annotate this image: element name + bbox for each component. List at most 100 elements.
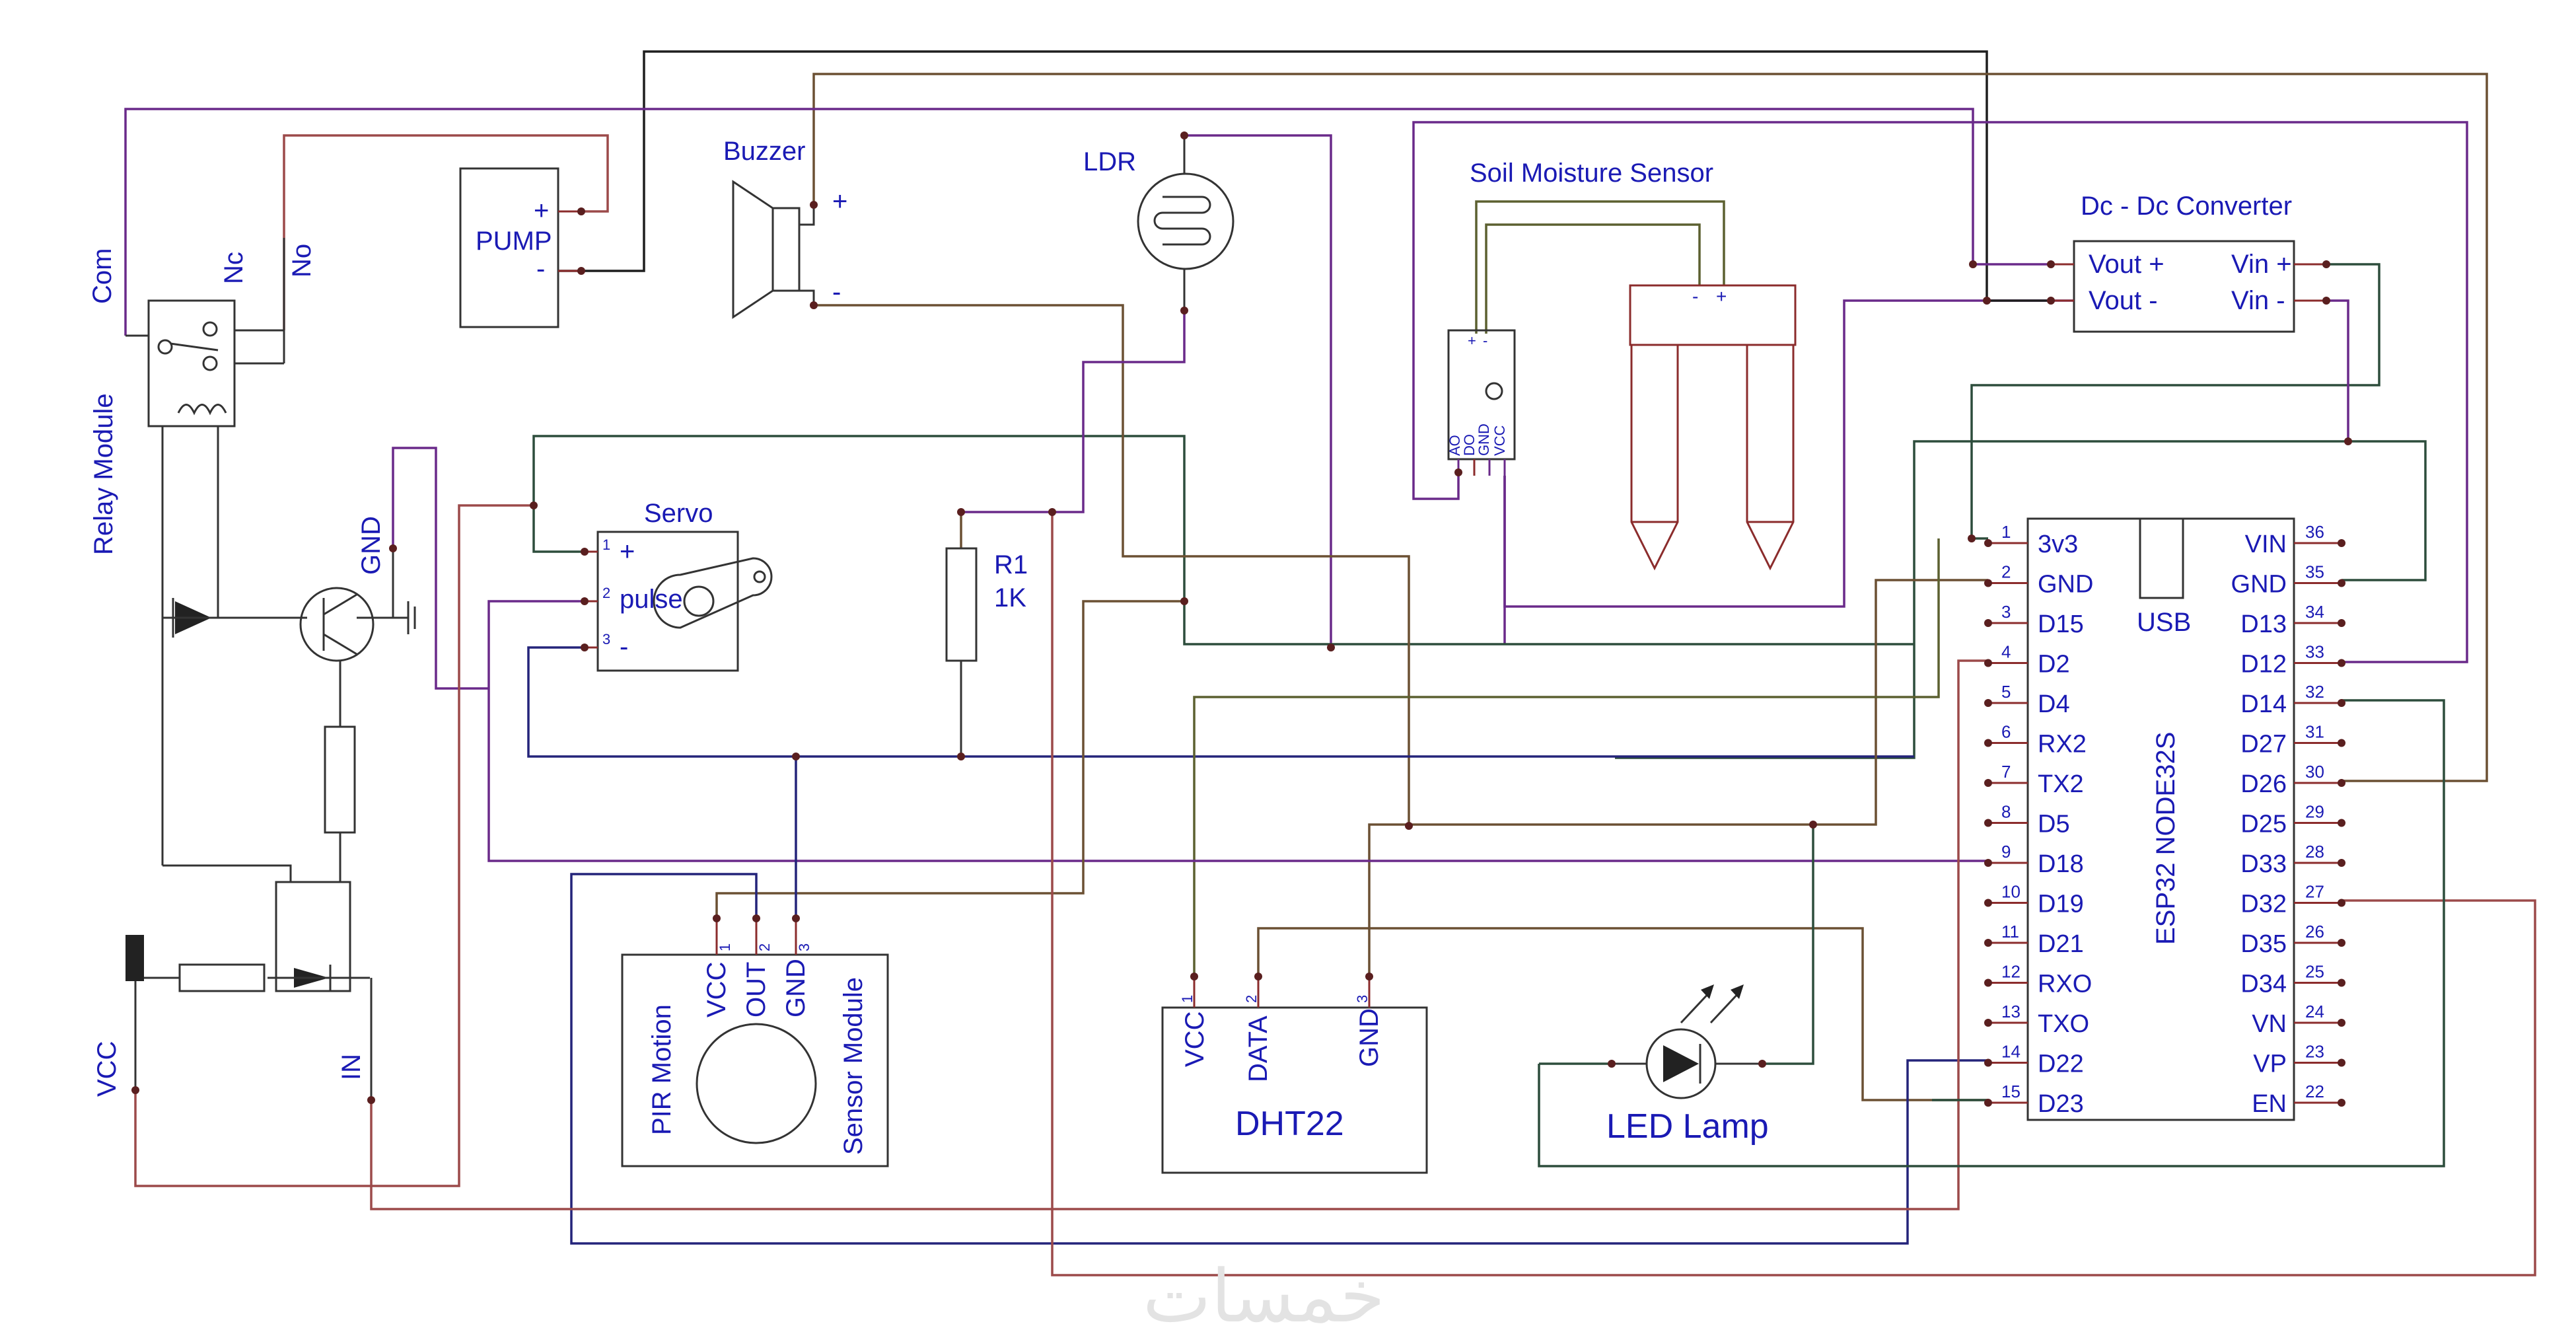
relay-module-title: Relay Module — [89, 393, 118, 555]
esp32-pin-num: 24 — [2305, 1002, 2324, 1021]
esp32-pin-num: 28 — [2305, 842, 2324, 862]
led-lamp: LED Lamp — [1539, 984, 1769, 1146]
soil-pin-do: DO — [1461, 434, 1478, 456]
esp32-pin-dot — [2338, 978, 2345, 987]
soil-probe-left — [1630, 345, 1679, 571]
wire-led-d14 — [1538, 699, 2445, 1167]
esp32-pin-num: 33 — [2305, 642, 2324, 662]
resistor-r1-body — [945, 547, 978, 662]
esp32-pin-name: D13 — [2240, 610, 2287, 638]
wire-dht-vcc — [1193, 538, 1940, 977]
soil-probe-plus: + — [1716, 286, 1727, 307]
wire-pump-ground — [558, 50, 1988, 301]
dht-pin2-num: 2 — [1243, 995, 1260, 1003]
relay-coil-icon — [177, 404, 227, 416]
esp32-pin-dot — [1984, 1058, 1992, 1067]
relay-com-label: Com — [88, 248, 117, 304]
wire-buzzer-minus — [814, 304, 1410, 826]
soil-pin-ao: AO — [1447, 435, 1463, 456]
esp32-pin-name: VIN — [2245, 531, 2287, 558]
esp32-pin-num: 9 — [2001, 842, 2011, 862]
dcdc-body — [2073, 240, 2295, 333]
dht-vcc: VCC — [1180, 1012, 1209, 1067]
esp32-pin-dot — [1984, 539, 1992, 547]
esp32-pin-dot — [2338, 1019, 2345, 1027]
pir-pin1-num: 1 — [717, 943, 733, 951]
esp32-pin-dot — [2338, 699, 2345, 707]
pir-pin3-num: 3 — [796, 943, 812, 951]
dht-pin1-num: 1 — [1179, 995, 1196, 1003]
dht22: 1 2 3 VCC DATA GND DHT22 — [1161, 977, 1428, 1174]
esp32-pin-dot — [1984, 819, 1992, 827]
dc-dc-converter: Dc - Dc Converter Vout + Vout - Vin + Vi… — [1973, 192, 2326, 333]
wire-soil-probe-plus — [1475, 200, 1725, 334]
servo-pin-pulse: pulse — [620, 585, 683, 614]
servo-pin3-num: 3 — [602, 631, 610, 647]
wires — [124, 50, 2536, 1276]
wire-soil-loop — [1412, 121, 2468, 663]
servo: Servo 1 2 3 + pulse - — [585, 499, 773, 672]
resistor-value: 1K — [994, 583, 1026, 612]
esp32-pin-name: D32 — [2240, 891, 2287, 918]
esp32-pin-num: 1 — [2001, 522, 2011, 542]
pump-body — [459, 167, 559, 328]
servo-pin-plus: + — [620, 537, 635, 566]
pir-lens-icon — [696, 1023, 817, 1144]
esp32-pin-dot — [2338, 1058, 2345, 1067]
wire-dht-data — [1257, 927, 1988, 1101]
esp32-pin-num: 12 — [2001, 962, 2021, 982]
pir-body — [621, 953, 889, 1167]
wire-vin-minus — [2326, 299, 2349, 441]
pump: PUMP + - — [459, 167, 581, 328]
esp32-pin-dot — [1984, 739, 1992, 747]
pir-sensor: 1 2 3 VCC OUT GND PIR Motion Sensor Modu… — [621, 918, 889, 1167]
wire-esp-gnd2 — [1368, 579, 1988, 977]
relay-gnd-label: GND — [357, 516, 386, 575]
esp32-pin-dot — [1984, 659, 1992, 667]
esp32-pin-num: 2 — [2001, 562, 2011, 582]
esp32-pin-num: 3 — [2001, 602, 2011, 622]
esp32-pin-dot — [2338, 859, 2345, 867]
relay-in-label: IN — [337, 1054, 366, 1080]
wire-led-anode — [1762, 825, 1814, 1065]
esp32-pin-num: 30 — [2305, 762, 2324, 782]
esp32-pin-name: RX2 — [2038, 731, 2087, 758]
soil-pin-vcc: VCC — [1491, 425, 1508, 456]
dht-pin3-num: 3 — [1354, 995, 1371, 1003]
relay-nc-label: Nc — [219, 252, 248, 284]
esp32-pin-name: D33 — [2240, 850, 2287, 878]
servo-horn-icon — [653, 557, 773, 629]
buzzer-label: Buzzer — [723, 137, 806, 166]
wire-servo-gnd — [527, 646, 1914, 758]
dht-gnd: GND — [1355, 1008, 1384, 1067]
dht-body — [1161, 1006, 1428, 1174]
pump-minus: - — [536, 254, 545, 283]
soil-probe-right — [1746, 345, 1795, 571]
led-label: LED Lamp — [1606, 1107, 1769, 1146]
esp32-pin-dot — [1984, 1019, 1992, 1027]
dcdc-vin-minus: Vin - — [2231, 286, 2285, 315]
esp32-usb-port — [2139, 517, 2184, 599]
wire-relay-vcc — [134, 504, 535, 1187]
resistor-name: R1 — [994, 550, 1028, 579]
wire-soil-probe-minus — [1485, 223, 1701, 334]
esp32-pin-name: D14 — [2240, 690, 2287, 718]
dcdc-vout-plus: Vout + — [2089, 250, 2165, 279]
esp32-pin-name: D12 — [2240, 651, 2287, 679]
esp32-pin-num: 14 — [2001, 1042, 2021, 1062]
esp32-pin-name: D26 — [2240, 770, 2287, 798]
wire-relay-gnd — [392, 447, 489, 690]
esp32-pin-num: 15 — [2001, 1082, 2021, 1101]
soil-probe-minus: - — [1692, 286, 1698, 307]
pir-pin2-num: 2 — [756, 943, 773, 951]
esp32-pin-dot — [2338, 619, 2345, 627]
esp32-pin-name: D21 — [2038, 930, 2084, 958]
pir-line1: PIR Motion — [647, 1004, 676, 1135]
esp32-pin-num: 7 — [2001, 762, 2011, 782]
pir-line2: Sensor Module — [839, 977, 868, 1155]
wire-pir-out — [715, 600, 1184, 918]
esp32-pin-dot — [2338, 819, 2345, 827]
